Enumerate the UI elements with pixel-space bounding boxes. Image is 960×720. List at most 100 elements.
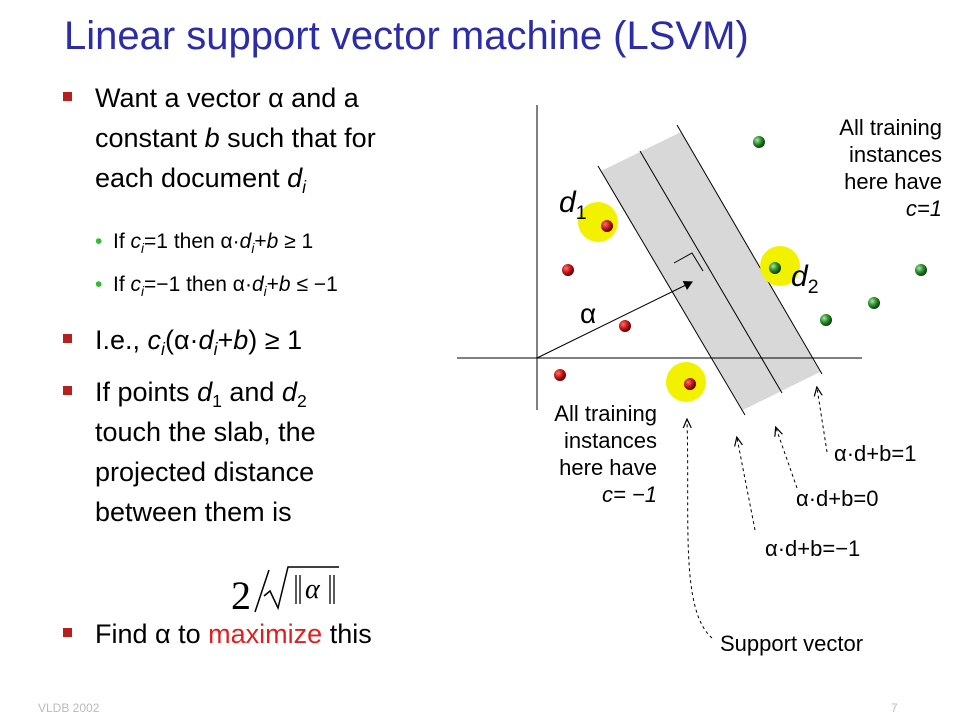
text: constant — [95, 123, 205, 153]
var-c: c — [147, 325, 162, 355]
var-c: c — [130, 230, 142, 253]
arrow-to-line-zero — [776, 428, 798, 489]
label-line: here have — [844, 169, 942, 194]
arrow-to-line-plus — [817, 388, 828, 453]
positive-point — [753, 136, 765, 148]
maximize-word: maximize — [208, 619, 323, 649]
slide-title: Linear support vector machine (LSVM) — [64, 14, 749, 58]
var-d: d — [281, 377, 297, 407]
positive-point — [769, 262, 781, 274]
subscript-i: i — [213, 339, 218, 360]
negative-point — [684, 378, 696, 390]
text: Find — [95, 619, 156, 649]
subscript-1: 1 — [212, 391, 222, 412]
text: + — [254, 230, 267, 253]
alpha-vector — [536, 281, 693, 359]
square-bullet-icon — [63, 628, 72, 637]
bullet-line: Want a vector α and a — [95, 80, 359, 116]
text: and a — [283, 83, 359, 113]
var-d: d — [791, 260, 808, 293]
positive-point — [915, 264, 927, 276]
text: =1 then — [144, 230, 221, 253]
line-zero — [639, 150, 783, 394]
negative-point — [601, 220, 613, 232]
subscript: 2 — [807, 275, 819, 298]
negative-point — [619, 320, 631, 332]
positive-region-label: All training instances here have c=1 — [772, 114, 942, 222]
dot-bullet-icon: • — [95, 273, 103, 296]
text: I.e., — [95, 325, 148, 355]
var-d: d — [251, 273, 264, 296]
text: + — [217, 325, 234, 355]
text: If — [113, 230, 131, 253]
alpha-label: α — [580, 298, 597, 329]
formula-slash — [254, 569, 270, 613]
line-minus — [597, 165, 746, 416]
subscript-i: i — [263, 283, 267, 299]
negative-point — [554, 369, 566, 381]
label-line: All training — [839, 115, 942, 140]
var-b: b — [204, 123, 220, 153]
text: ≥ 1 — [278, 230, 314, 253]
text: to — [170, 619, 209, 649]
label-line: c= −1 — [480, 481, 657, 508]
bullet-line: constant b such that for — [95, 120, 376, 156]
subscript-i: i — [302, 177, 307, 198]
footer-venue: VLDB 2002 — [38, 701, 100, 715]
subscript-2: 2 — [296, 391, 307, 412]
label-line: instances — [849, 142, 942, 167]
line-zero-label: α·d+b=0 — [796, 486, 879, 511]
var-d: d — [198, 325, 214, 355]
label-line: All training — [554, 401, 657, 426]
text: this — [322, 619, 372, 649]
negative-region-label: All training instances here have c= −1 — [480, 400, 657, 508]
alpha-dot: α· — [220, 230, 240, 253]
d2-label: d2 — [791, 260, 819, 299]
arrow-to-support-vector — [687, 420, 713, 639]
var-d: d — [559, 186, 576, 219]
alpha-dot: α· — [232, 273, 252, 296]
subscript-i: i — [251, 240, 255, 256]
square-bullet-icon — [63, 386, 72, 395]
d1-label: d1 — [559, 186, 587, 225]
text: and — [221, 377, 282, 407]
text: ( — [164, 325, 174, 355]
formula-sqrt — [263, 566, 339, 611]
var-d: d — [197, 377, 213, 407]
label-line: c=1 — [772, 195, 942, 222]
text: =−1 then — [144, 273, 233, 296]
bullet-line: each document di — [95, 160, 306, 205]
label-line: instances — [564, 428, 657, 453]
formula-two: 2 — [231, 573, 251, 618]
right-angle-marker — [673, 252, 704, 272]
text: each document — [95, 163, 288, 193]
arrow-to-line-minus — [737, 438, 756, 531]
c-equals: c=1 — [905, 196, 942, 221]
alpha-dot: α· — [173, 325, 199, 355]
negative-point — [562, 264, 574, 276]
text: If points — [95, 377, 198, 407]
alpha-symbol: α — [268, 83, 284, 113]
bullet-line: projected distance — [95, 457, 315, 487]
var-d: d — [287, 163, 303, 193]
text: If — [113, 273, 131, 296]
subscript-i: i — [141, 240, 145, 256]
bullet-line: touch the slab, the — [95, 417, 316, 447]
distance-formula: 2 α — [231, 566, 339, 618]
positive-point — [868, 297, 880, 309]
formula-alpha: α — [305, 574, 321, 605]
text: + — [266, 273, 279, 296]
var-b: b — [233, 325, 249, 355]
subscript: 1 — [575, 201, 587, 224]
support-highlight-d1 — [578, 202, 618, 242]
line-minus-label: α·d+b=−1 — [765, 536, 861, 561]
subscript-i: i — [141, 283, 145, 299]
var-d: d — [239, 230, 252, 253]
square-bullet-icon — [63, 334, 72, 343]
var-b: b — [266, 230, 279, 253]
text: ≤ −1 — [290, 273, 338, 296]
square-bullet-icon — [63, 92, 72, 101]
var-c: c — [130, 273, 142, 296]
label-line: here have — [559, 455, 657, 480]
